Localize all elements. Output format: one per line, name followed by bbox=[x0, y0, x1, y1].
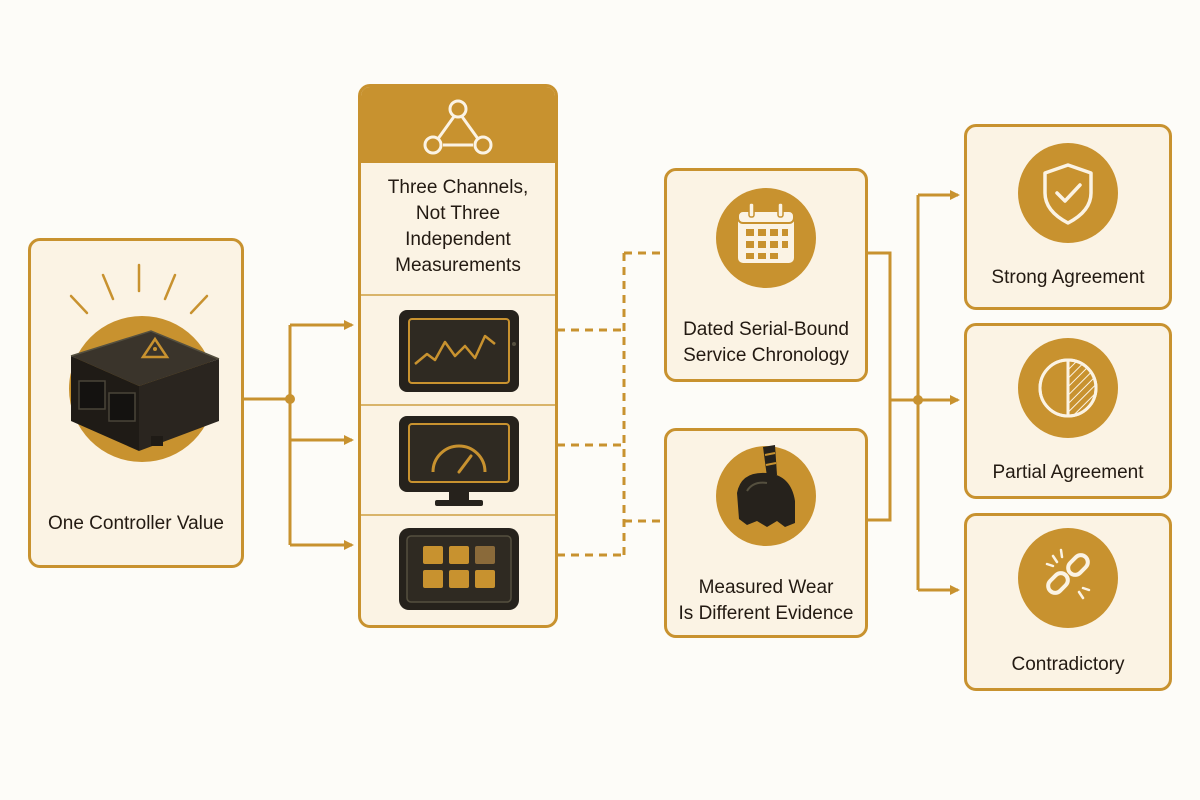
outcome-card-partial: Partial Agreement bbox=[964, 323, 1172, 499]
outcome-card-contradictory: Contradictory bbox=[964, 513, 1172, 691]
channels-header bbox=[361, 87, 555, 163]
shield-check-icon bbox=[1043, 163, 1093, 225]
outcome-card-strong: Strong Agreement bbox=[964, 124, 1172, 310]
channels-card: Three Channels, Not Three Independent Me… bbox=[358, 84, 558, 628]
channel-item-panel bbox=[361, 514, 555, 625]
contradictory-label: Contradictory bbox=[1011, 654, 1125, 675]
channel-item-gauge bbox=[361, 404, 555, 514]
strong-label: Strong Agreement bbox=[991, 267, 1145, 288]
shield-circle bbox=[1018, 143, 1118, 243]
partial-label: Partial Agreement bbox=[992, 462, 1144, 483]
wear-label: Measured Wear Is Different Evidence bbox=[678, 577, 854, 624]
chronology-label: Dated Serial-Bound Service Chronology bbox=[683, 319, 849, 366]
evidence-card-wear: Measured Wear Is Different Evidence bbox=[664, 428, 868, 638]
source-card: One Controller Value bbox=[28, 238, 244, 568]
branch-nodes-icon bbox=[423, 99, 493, 155]
source-label: One Controller Value bbox=[47, 513, 225, 534]
controller-box-icon bbox=[70, 330, 220, 451]
half-circle-icon bbox=[1038, 358, 1098, 418]
channels-title: Three Channels, Not Three Independent Me… bbox=[387, 177, 529, 276]
calendar-icon bbox=[737, 202, 795, 263]
evidence-card-chronology: Dated Serial-Bound Service Chronology bbox=[664, 168, 868, 382]
channel-item-trend bbox=[361, 294, 555, 404]
gauge-monitor-icon bbox=[399, 416, 519, 506]
button-grid-panel-icon bbox=[399, 528, 519, 610]
glow-rays bbox=[69, 263, 209, 315]
excavator-bucket-icon bbox=[737, 445, 795, 527]
broken-chain-icon bbox=[1045, 548, 1091, 600]
trend-monitor-icon bbox=[399, 310, 519, 392]
